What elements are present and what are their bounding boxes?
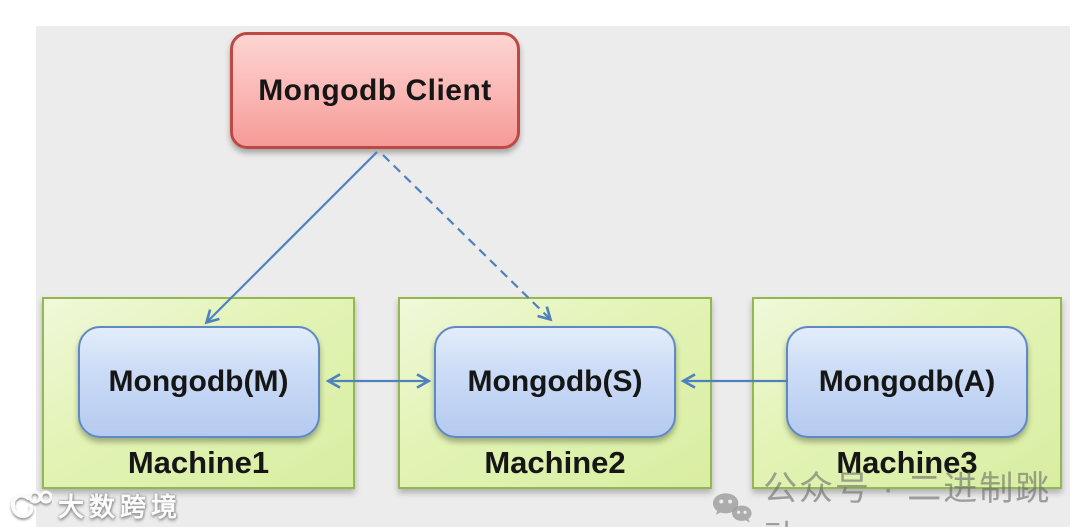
node-master-label: Mongodb(M) <box>108 365 289 398</box>
brand-watermark: 大数跨境 <box>8 487 182 524</box>
client-node: Mongodb Client <box>230 32 520 149</box>
node-mongodb-slave: Mongodb(S) <box>434 326 676 438</box>
client-label: Mongodb Client <box>258 73 492 107</box>
wechat-icon <box>712 493 752 523</box>
machine1-label: Machine1 <box>127 444 270 480</box>
node-mongodb-arbiter: Mongodb(A) <box>786 326 1028 438</box>
node-arbiter-label: Mongodb(A) <box>818 365 996 398</box>
node-mongodb-master: Mongodb(M) <box>77 326 320 438</box>
machine3-group: Mongodb(A) Machine3 <box>752 297 1062 489</box>
machine2-group: Mongodb(S) Machine2 <box>398 297 712 489</box>
brand-logo-icon <box>10 490 52 518</box>
wechat-watermark-text: 公众号 · 二进制跳动 <box>763 470 1052 527</box>
wechat-watermark: 公众号 · 二进制跳动 <box>712 461 1080 527</box>
machine1-group: Mongodb(M) Machine1 <box>42 297 355 489</box>
brand-watermark-text: 大数跨境 <box>58 492 183 522</box>
machine3-label: Machine3 <box>836 444 978 480</box>
node-slave-label: Mongodb(S) <box>467 365 643 398</box>
machine2-label: Machine2 <box>484 444 626 480</box>
